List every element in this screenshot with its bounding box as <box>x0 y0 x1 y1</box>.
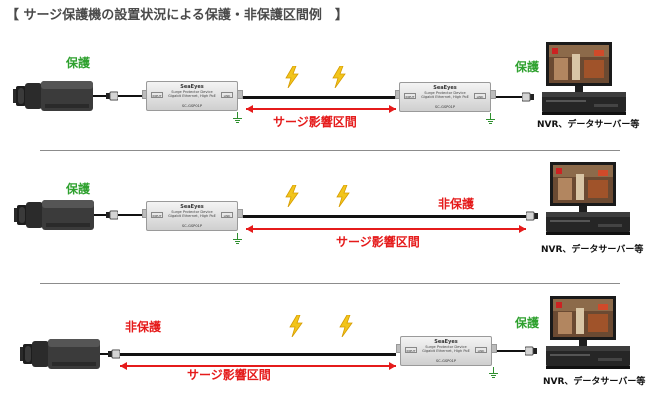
protector-mount-tab <box>237 209 243 218</box>
surge-range-arrow <box>246 225 526 233</box>
protector-brand: SeaEyes <box>434 339 458 345</box>
protector-port-input: INPUT <box>405 347 417 353</box>
protector-brand: SeaEyes <box>180 84 204 90</box>
camera-icon <box>14 199 94 231</box>
nvr-monitor-icon <box>538 162 630 236</box>
lightning-icon <box>284 66 300 88</box>
left-status-label: 保護 <box>66 182 91 196</box>
lightning-icon <box>284 185 300 207</box>
nvr-label: NVR、データサーバー等 <box>541 245 644 255</box>
protector-port-link: LINK <box>475 347 487 353</box>
page-title: 【 サージ保護機の設置状況による保護・非保護区間例 】 <box>6 8 348 23</box>
protector-port-input: INPUT <box>151 212 163 218</box>
ground-icon <box>233 112 242 124</box>
rj45-connector-icon <box>522 91 534 103</box>
network-cable <box>243 215 527 218</box>
rj45-connector-icon <box>526 210 538 222</box>
right-status-label: 保護 <box>515 60 540 74</box>
nvr-label: NVR、データサーバー等 <box>543 377 646 387</box>
nvr-label: NVR、データサーバー等 <box>537 120 640 130</box>
lightning-icon <box>335 185 351 207</box>
divider <box>40 283 620 284</box>
network-cable <box>243 96 399 99</box>
protector-mount-tab <box>237 90 243 99</box>
middle-status-label: 非保護 <box>438 197 475 211</box>
patch-cable <box>497 350 525 352</box>
divider <box>40 150 620 151</box>
protector-port-input: INPUT <box>151 92 163 98</box>
protector-port-link: LINK <box>221 92 233 98</box>
protector-model: SC-GSP01P <box>181 224 203 228</box>
camera-cable <box>94 214 106 216</box>
ground-icon <box>489 367 498 379</box>
protector-brand: SeaEyes <box>180 204 204 210</box>
camera-icon <box>13 80 93 112</box>
protector-mount-tab <box>490 90 496 99</box>
surge-range-label: サージ影響区間 <box>273 115 357 129</box>
surge-range-label: サージ影響区間 <box>187 368 271 382</box>
protector-port-link: LINK <box>221 212 233 218</box>
protector-model: SC-GSP01P <box>181 104 203 108</box>
lightning-icon <box>288 315 304 337</box>
rj45-connector-icon <box>106 90 118 102</box>
protector-model: SC-GSP01P <box>434 105 456 109</box>
right-status-label: 保護 <box>515 316 540 330</box>
protector-port-input: INPUT <box>404 93 416 99</box>
left-status-label: 非保護 <box>125 320 162 334</box>
surge-range-arrow <box>120 362 396 370</box>
ground-icon <box>486 113 495 125</box>
rj45-connector-icon <box>108 348 120 360</box>
protector-brand: SeaEyes <box>433 85 457 91</box>
lightning-icon <box>331 66 347 88</box>
nvr-monitor-icon <box>538 296 630 370</box>
camera-cable <box>93 95 107 97</box>
rj45-connector-icon <box>106 209 118 221</box>
surge-range-label: サージ影響区間 <box>336 235 420 249</box>
patch-cable <box>496 96 522 98</box>
patch-cable <box>118 214 142 216</box>
protector-model: SC-GSP01P <box>435 359 457 363</box>
left-status-label: 保護 <box>66 56 91 70</box>
patch-cable <box>118 95 142 97</box>
surge-range-arrow <box>246 105 396 113</box>
protector-port-link: LINK <box>474 93 486 99</box>
protector-mount-tab <box>491 344 497 353</box>
rj45-connector-icon <box>525 345 537 357</box>
lightning-icon <box>338 315 354 337</box>
network-cable <box>120 353 396 356</box>
camera-cable <box>100 353 108 355</box>
camera-icon <box>20 338 100 370</box>
nvr-monitor-icon <box>534 42 626 116</box>
ground-icon <box>233 233 242 245</box>
